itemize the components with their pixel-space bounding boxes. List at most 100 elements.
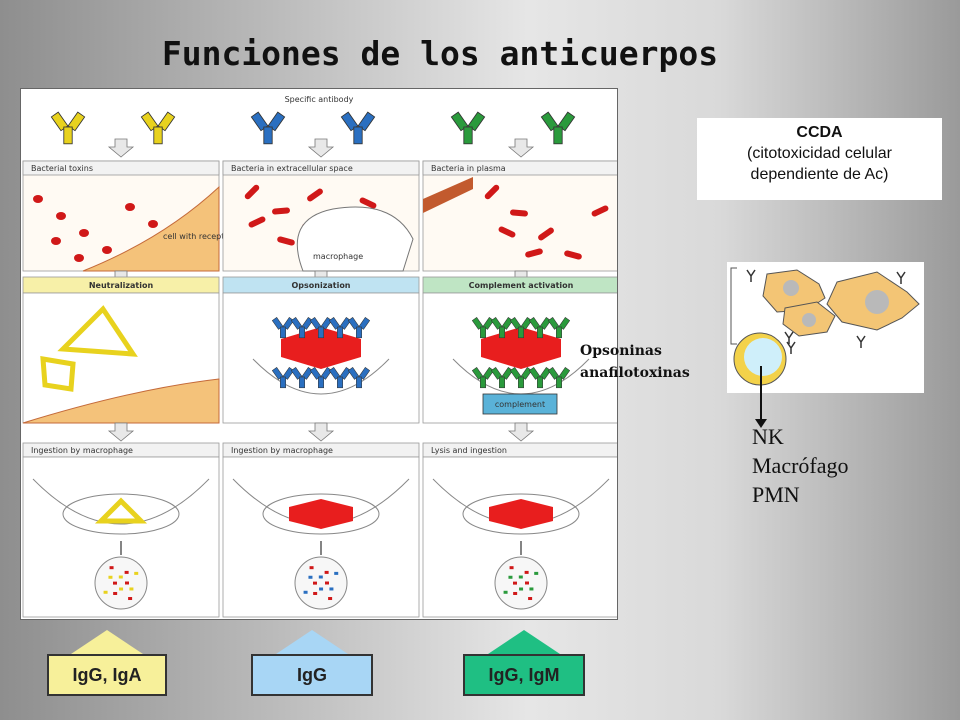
antibody-functions-figure: Specific antibody Bacterial toxins cell w…: [20, 88, 618, 620]
effector-nk: NK: [752, 424, 784, 449]
phagosome: [62, 493, 180, 535]
stage-label-bottom: Lysis and ingestion: [431, 446, 507, 455]
stage-note: macrophage: [313, 252, 363, 261]
digested-fragment: [528, 597, 533, 601]
digested-fragment: [334, 571, 339, 575]
ccda-heading: CCDA: [796, 124, 843, 141]
mechanism-label: Opsonization: [291, 281, 350, 290]
effector-arrow: [755, 366, 767, 428]
digested-fragment: [509, 566, 514, 570]
badge-label: IgG, IgA: [47, 654, 167, 696]
toxin-dot: [148, 220, 158, 228]
opsonins-note: Opsoninas anafilotoxinas: [580, 340, 690, 384]
bacterium: [525, 248, 543, 258]
antibody-icon: [547, 367, 571, 389]
bacterium: [498, 226, 516, 238]
isotype-badge-complement: IgG, IgM: [463, 630, 585, 696]
effector-pmn: PMN: [752, 482, 800, 507]
digested-fragment: [109, 566, 114, 570]
digested-fragment: [513, 591, 518, 595]
digested-fragment: [328, 597, 333, 601]
digested-fragment: [534, 571, 539, 575]
digested-fragment: [113, 591, 118, 595]
digested-fragment: [118, 575, 123, 579]
digested-fragment: [128, 597, 133, 601]
stage-label-top: Bacterial toxins: [31, 164, 93, 173]
cell-membrane: [252, 358, 390, 395]
flow-arrow: [507, 138, 535, 158]
badge-label: IgG: [251, 654, 373, 696]
ingested-complex: [94, 497, 148, 524]
digested-fragment: [513, 581, 518, 585]
ccda-line2: dependiente de Ac): [750, 166, 889, 183]
lysosome: [494, 556, 548, 610]
complement-label: complement: [495, 400, 545, 409]
flow-arrow: [507, 422, 535, 442]
digested-fragment: [119, 587, 124, 591]
digested-fragment: [313, 591, 318, 595]
toxin-dot: [51, 237, 61, 245]
stage-header-top: [222, 160, 420, 176]
antibody-icon: [450, 111, 486, 145]
digested-fragment: [508, 575, 513, 579]
antibody-icon: [347, 317, 371, 339]
bacterium: [484, 184, 500, 200]
bacterium: [244, 184, 260, 200]
digested-fragment: [124, 570, 129, 574]
bacterium: [564, 250, 582, 260]
digested-fragment: [524, 570, 529, 574]
ccda-antibodies: [746, 269, 906, 354]
phagocyte-membrane: [32, 478, 210, 525]
toxin-dot: [56, 212, 66, 220]
digested-fragment: [519, 587, 524, 591]
digested-fragment: [318, 575, 323, 579]
bacterium: [510, 209, 528, 217]
badge-arrow: [276, 630, 348, 654]
toxin-dot: [102, 246, 112, 254]
antibody-icon: [340, 111, 376, 145]
neutralization-complex: [57, 305, 138, 357]
bacterium: [359, 197, 377, 209]
isotype-badge-neutralization: IgG, IgA: [47, 630, 167, 696]
antibody-icon: [547, 317, 571, 339]
digested-fragment: [125, 581, 129, 585]
digested-fragment: [324, 570, 329, 574]
badge-arrow: [488, 630, 560, 654]
effector-cells-list: NK Macrófago PMN: [752, 422, 849, 509]
effector-macrophage: Macrófago: [752, 453, 849, 478]
stage-note: cell with receptors for toxin: [163, 232, 273, 241]
mechanism-label: Neutralization: [89, 281, 154, 290]
digested-fragment: [309, 566, 314, 570]
antibody-icon: [328, 317, 352, 339]
badge-arrow: [71, 630, 143, 654]
bracket-line: [730, 267, 737, 345]
isotype-badge-opsonization: IgG: [251, 630, 373, 696]
antibody-icon: [50, 111, 86, 145]
stage-label-top: Bacteria in plasma: [431, 164, 506, 173]
digested-fragment: [308, 575, 313, 579]
antibody-icon: [540, 111, 576, 145]
flow-arrow: [107, 422, 135, 442]
toxin-dot: [79, 229, 89, 237]
neutralization-complex: [40, 356, 76, 392]
stage-label-top: Bacteria in extracellular space: [231, 164, 353, 173]
digested-fragment: [529, 587, 534, 591]
antibody-icon: [250, 111, 286, 145]
flow-arrow: [307, 138, 335, 158]
digested-fragment: [108, 575, 113, 579]
toxin-dot: [33, 195, 43, 203]
bacterium: [248, 216, 266, 228]
ccda-cells-illustration: [727, 262, 924, 393]
lysosome: [294, 556, 348, 610]
ccda-line1: (citotoxicidad celular: [747, 145, 892, 162]
digested-fragment: [103, 590, 108, 594]
badge-label: IgG, IgM: [463, 654, 585, 696]
nk-cell-nucleus: [744, 338, 782, 376]
stage-label-bottom: Ingestion by macrophage: [31, 446, 133, 455]
mechanism-label: Complement activation: [469, 281, 574, 290]
ccda-box: CCDA (citotoxicidad celular dependiente …: [697, 118, 942, 200]
page-title: Funciones de los anticuerpos: [161, 34, 719, 73]
lysosome: [94, 556, 148, 610]
figure-header: Specific antibody: [285, 95, 354, 104]
antibody-icon: [140, 111, 176, 145]
